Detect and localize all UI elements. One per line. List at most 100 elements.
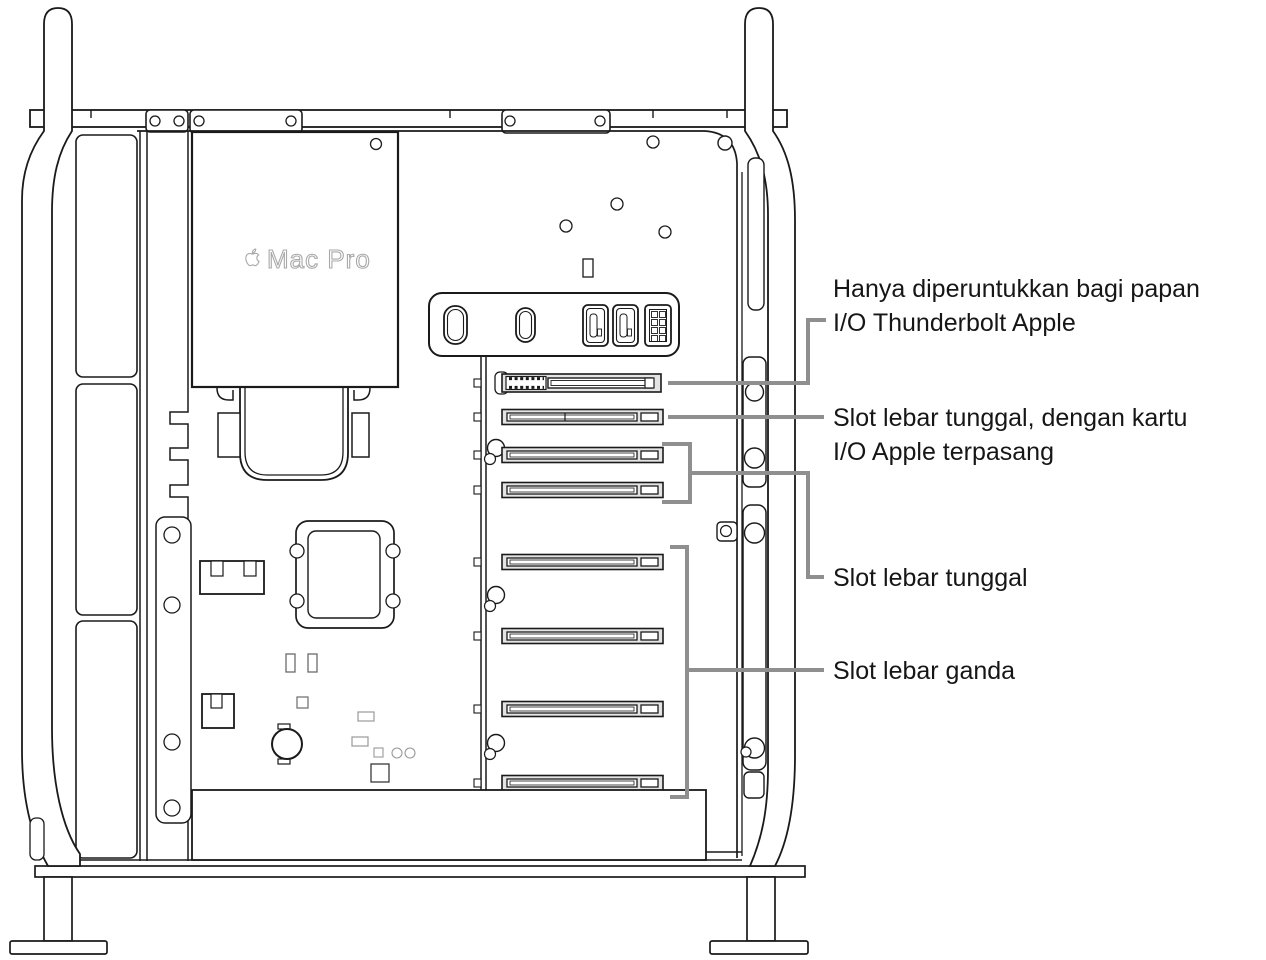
component <box>370 763 390 783</box>
mac-pro-logo: Mac Pro <box>245 243 371 275</box>
screw-icon <box>646 135 660 149</box>
port-inner <box>615 307 636 344</box>
pcie-slots <box>494 371 664 792</box>
screw-icon <box>369 137 383 151</box>
port-detail <box>627 328 632 337</box>
screw-icon <box>717 135 733 151</box>
board-connector-b <box>201 693 235 729</box>
component <box>391 747 403 759</box>
fan-module <box>75 134 138 378</box>
power-supply-box <box>190 130 400 389</box>
callout-line-thunderbolt-board <box>668 318 826 385</box>
latch-pin <box>744 382 765 402</box>
screw-icon <box>193 115 205 127</box>
battery <box>271 723 303 765</box>
cpu-socket <box>289 520 401 629</box>
screw-icon <box>289 593 305 609</box>
pcie-slot-3 <box>501 627 664 645</box>
left-column <box>75 131 192 861</box>
callout-labels: Hanya diperuntukkan bagi papan I/O Thund… <box>833 275 1200 685</box>
connector-notch <box>243 560 257 577</box>
callout-label-thunderbolt-board-line1: Hanya diperuntukkan bagi papan <box>833 275 1200 303</box>
io-port-oval <box>443 305 468 345</box>
latch-pin-small <box>740 746 752 758</box>
top-rail <box>29 109 788 134</box>
screw-icon <box>163 733 181 751</box>
callout-label-single-wide-io-line2: I/O Apple terpasang <box>833 438 1054 466</box>
psu-tab <box>216 387 234 401</box>
handle-foot-pad <box>29 817 45 861</box>
psu-handle-inner <box>244 388 344 476</box>
psu-side-block <box>351 412 370 458</box>
io-port-grid-connector <box>644 304 672 347</box>
foot-base <box>9 940 108 955</box>
callout-bracket-double-wide <box>670 545 689 799</box>
callout-label-single-wide-io-line1: Slot lebar tunggal, dengan kartu <box>833 404 1187 432</box>
pcie-slot-6 <box>501 446 664 464</box>
support-plate <box>155 516 192 824</box>
connector-teeth <box>509 377 544 389</box>
connector-notch <box>210 693 223 709</box>
screw-icon <box>658 225 672 239</box>
screw-icon <box>163 596 181 614</box>
board-connector-small <box>582 258 594 278</box>
apple-logo-icon <box>245 248 260 267</box>
latch-segment <box>743 771 765 799</box>
pcie-slot-1 <box>501 774 664 792</box>
screw-icon <box>385 543 401 559</box>
rail-bracket-plate <box>501 109 611 134</box>
component <box>373 747 384 758</box>
slot-cap <box>644 377 655 389</box>
screw-icon <box>173 115 185 127</box>
tray-body <box>191 789 707 861</box>
left-rail <box>139 131 148 861</box>
feet <box>9 876 809 955</box>
board-connector-a <box>199 560 265 595</box>
psu-side-block <box>217 412 241 458</box>
case-latch-column <box>716 356 767 799</box>
port-outline <box>582 304 609 347</box>
foot-leg <box>746 876 776 942</box>
fan-module <box>75 383 138 616</box>
foot-leg <box>43 876 73 942</box>
component <box>351 736 369 747</box>
component <box>307 653 318 673</box>
left-handle <box>21 7 81 867</box>
screw-icon <box>163 799 181 817</box>
port-tongue <box>589 313 598 338</box>
psu-handle-outer <box>239 388 349 481</box>
screw-icon <box>285 115 297 127</box>
motherboard <box>199 135 672 783</box>
port-inner <box>649 309 667 342</box>
callout-label-double-wide: Slot lebar ganda <box>833 657 1015 685</box>
latch-pin <box>743 447 766 469</box>
screw-icon <box>163 526 181 544</box>
screw-icon <box>594 115 606 127</box>
screw-icon <box>610 197 624 211</box>
latch-segment <box>742 504 767 771</box>
io-port-thunderbolt-2 <box>612 304 639 347</box>
component <box>404 747 416 759</box>
bottom-tray <box>191 789 742 861</box>
screw-icon <box>149 115 161 127</box>
standoff-bosses <box>483 438 506 761</box>
callout-line-single-wide <box>690 471 824 579</box>
pcie-slot-7 <box>501 408 664 426</box>
logo-text: Mac Pro <box>267 244 371 274</box>
screw-icon <box>559 219 573 233</box>
pin-grid <box>651 311 666 342</box>
pcie-slot-8-thunderbolt-board <box>494 371 662 395</box>
callout-label-thunderbolt-board-line2: I/O Thunderbolt Apple <box>833 309 1076 337</box>
component <box>285 653 296 673</box>
handle-slot <box>747 157 765 311</box>
port-outline <box>612 304 639 347</box>
port-inner <box>446 308 465 342</box>
port-inner <box>518 310 533 340</box>
foot-base <box>709 940 809 955</box>
rail-bracket-plate <box>145 109 189 133</box>
rail-bracket-plate <box>189 109 303 134</box>
latch-pin <box>743 522 766 544</box>
bay-wall-lines <box>480 357 487 793</box>
